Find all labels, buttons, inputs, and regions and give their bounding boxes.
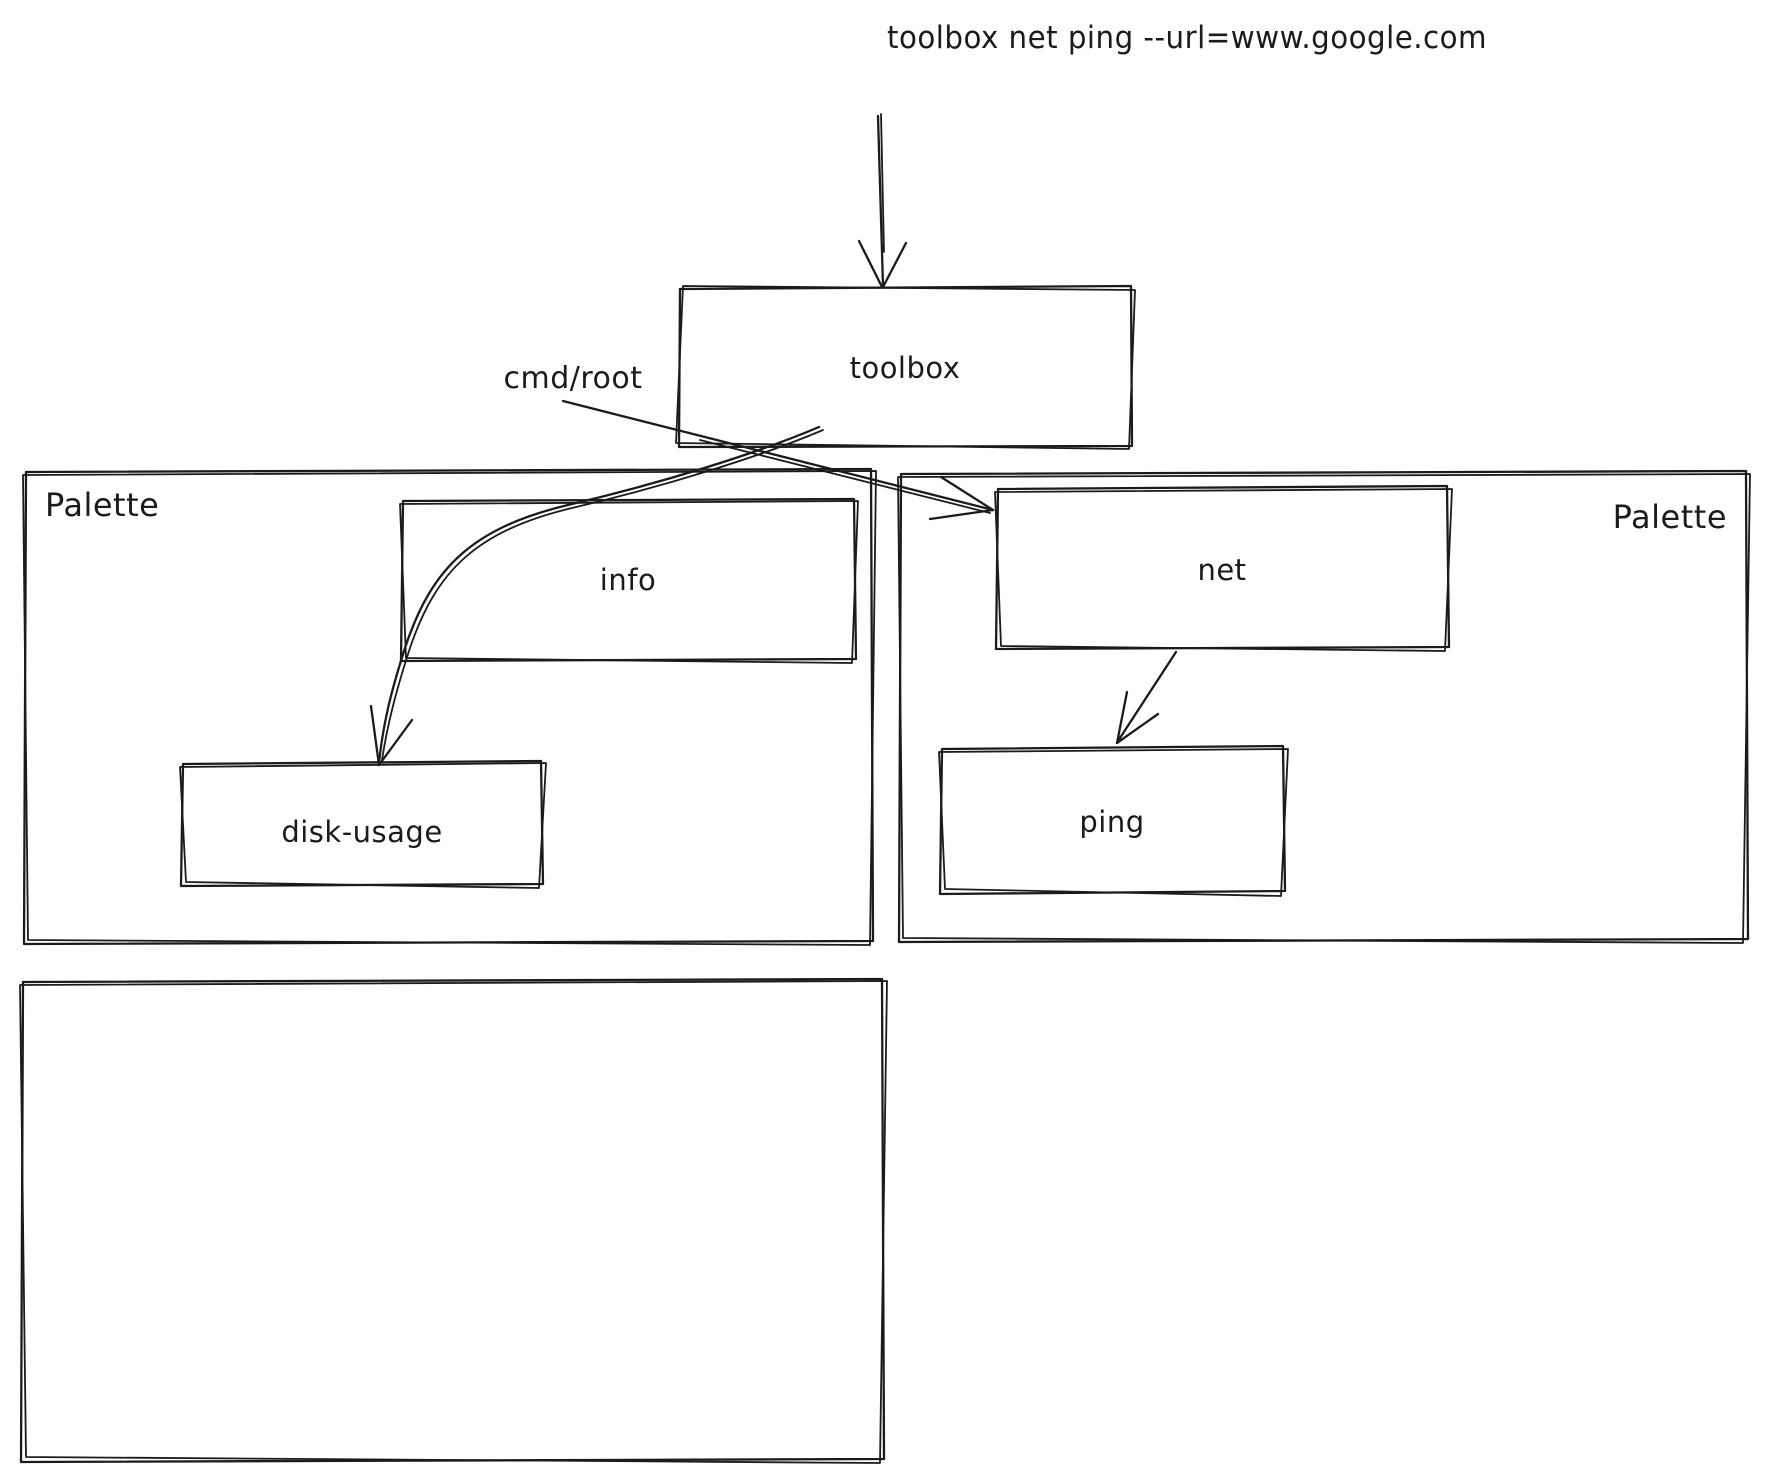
toolbox-node: toolbox xyxy=(675,284,1136,450)
disk-usage-label: disk-usage xyxy=(281,815,442,849)
toolbox-label: toolbox xyxy=(850,351,961,385)
net-node: net xyxy=(994,484,1453,652)
arrow-cmd-root-to-net xyxy=(561,399,995,521)
arrow-command-to-toolbox xyxy=(857,113,908,289)
left-palette-container: Palette xyxy=(22,467,877,946)
cmd-root-edge-label: cmd/root xyxy=(503,361,642,396)
info-label: info xyxy=(600,563,656,597)
bottom-empty-container xyxy=(19,977,888,1464)
command-title: toolbox net ping --url=www.google.com xyxy=(887,20,1487,56)
arrow-net-to-ping xyxy=(1115,650,1178,745)
right-palette-container: Palette xyxy=(897,469,1751,944)
disk-usage-node: disk-usage xyxy=(179,759,547,889)
left-palette-label: Palette xyxy=(45,486,159,524)
arrow-toolbox-to-disk-usage xyxy=(369,425,824,767)
info-node: info xyxy=(399,497,859,664)
ping-label: ping xyxy=(1079,805,1144,839)
ping-node: ping xyxy=(938,744,1289,897)
right-palette-label: Palette xyxy=(1613,498,1727,536)
net-label: net xyxy=(1197,553,1246,587)
